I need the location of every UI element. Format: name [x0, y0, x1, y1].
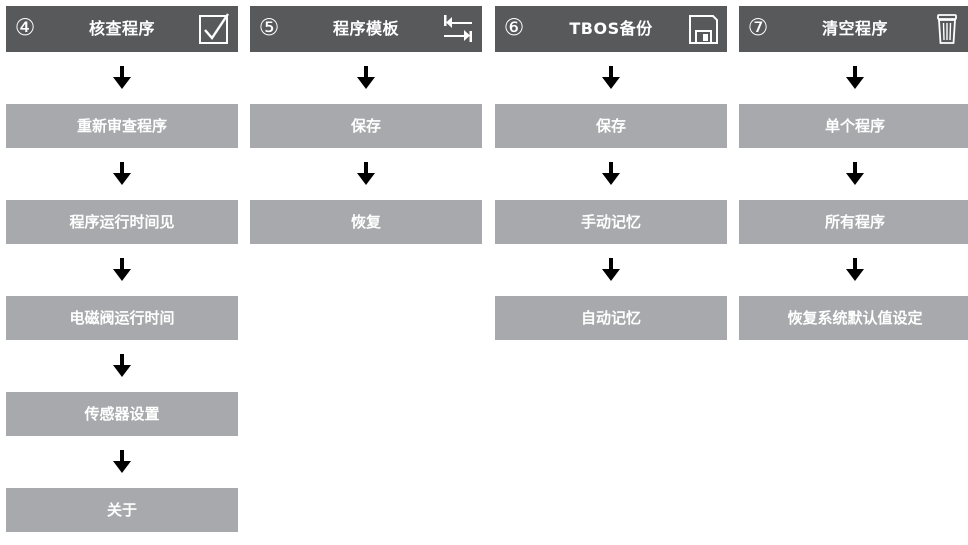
down-arrow-icon — [6, 244, 238, 296]
down-arrow-icon — [250, 148, 482, 200]
down-arrow-icon — [250, 52, 482, 104]
down-arrow-icon — [739, 148, 968, 200]
down-arrow-icon — [6, 436, 238, 488]
menu-item-review-program[interactable]: 重新审查程序 — [6, 104, 238, 148]
menu-item-auto-memory[interactable]: 自动记忆 — [495, 296, 727, 340]
column-header[interactable]: ⑥ TBOS备份 — [495, 6, 727, 52]
column-program-template: ⑤ 程序模板 保存 恢复 — [250, 6, 482, 244]
step-number: ⑥ — [503, 15, 525, 41]
menu-item-program-run-time[interactable]: 程序运行时间见 — [6, 200, 238, 244]
floppy-disk-icon — [689, 15, 718, 44]
menu-item-sensor-settings[interactable]: 传感器设置 — [6, 392, 238, 436]
column-header[interactable]: ⑦ 清空程序 — [739, 6, 968, 52]
column-title: 程序模板 — [332, 19, 399, 38]
down-arrow-icon — [495, 244, 727, 296]
menu-item-restore-template[interactable]: 恢复 — [250, 200, 482, 244]
column-clear-program: ⑦ 清空程序 单个程序 所有程序 恢复系统默认值设定 — [739, 6, 968, 340]
column-header[interactable]: ④ 核查程序 — [6, 6, 238, 52]
column-title: 清空程序 — [821, 19, 888, 38]
step-number: ④ — [14, 15, 36, 41]
down-arrow-icon — [6, 148, 238, 200]
menu-item-manual-memory[interactable]: 手动记忆 — [495, 200, 727, 244]
down-arrow-icon — [6, 340, 238, 392]
down-arrow-icon — [6, 52, 238, 104]
down-arrow-icon — [495, 148, 727, 200]
checkbox-icon — [199, 13, 229, 44]
column-title: TBOS备份 — [569, 19, 653, 38]
menu-item-restore-defaults[interactable]: 恢复系统默认值设定 — [739, 296, 968, 340]
menu-item-backup-save[interactable]: 保存 — [495, 104, 727, 148]
step-number: ⑤ — [258, 15, 280, 41]
column-header[interactable]: ⑤ 程序模板 — [250, 6, 482, 52]
column-title: 核查程序 — [88, 19, 155, 38]
menu-item-all-programs[interactable]: 所有程序 — [739, 200, 968, 244]
trash-can-icon — [937, 14, 957, 44]
column-check-program: ④ 核查程序 重新审查程序 程序运行时间见 电磁阀运行时间 传感器设置 关于 — [6, 6, 238, 532]
down-arrow-icon — [495, 52, 727, 104]
swap-arrows-icon — [444, 15, 472, 42]
menu-item-valve-run-time[interactable]: 电磁阀运行时间 — [6, 296, 238, 340]
menu-item-save-template[interactable]: 保存 — [250, 104, 482, 148]
down-arrow-icon — [739, 244, 968, 296]
step-number: ⑦ — [747, 15, 769, 41]
column-tbos-backup: ⑥ TBOS备份 保存 手动记忆 自动记忆 — [495, 6, 727, 340]
menu-item-about[interactable]: 关于 — [6, 488, 238, 532]
down-arrow-icon — [739, 52, 968, 104]
menu-item-single-program[interactable]: 单个程序 — [739, 104, 968, 148]
